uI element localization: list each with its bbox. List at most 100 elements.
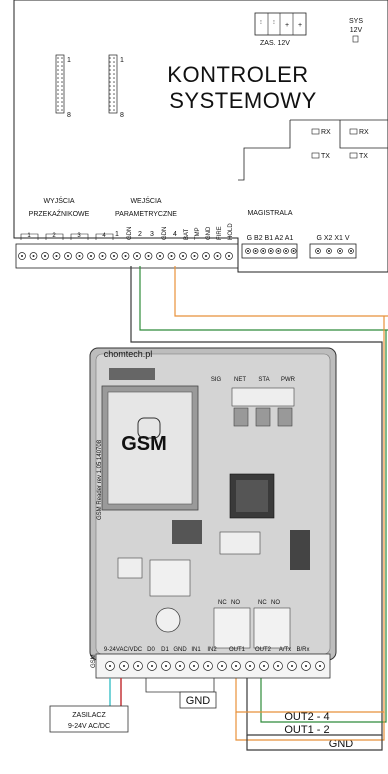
input-hold: HOLD — [228, 223, 234, 240]
terminal-screw-center — [44, 255, 46, 257]
gsm-terminal-in1: IN1 — [191, 647, 201, 653]
gsm-terminal-screw-center — [207, 665, 209, 667]
gsm-brand: chomtech.pl — [104, 349, 153, 359]
gsm-terminal-screw-center — [137, 665, 139, 667]
pin-header-left-label-1: 1 — [67, 57, 71, 64]
system-controller: ⁝ ⁝ + + ZAS. 12V SYS 12V 1 8 1 8 KONTROL… — [13, 0, 388, 273]
out1-wire-label: OUT1 - 2 — [284, 724, 329, 736]
svg-text:+: + — [298, 22, 302, 29]
power-terminal-block — [254, 12, 307, 36]
relay1-nc: NC — [218, 600, 227, 606]
gsm-terminal-out2: OUT2 — [255, 647, 272, 653]
terminal-screw-center — [216, 255, 219, 257]
bus-terminal-screw-center — [269, 250, 272, 252]
pin-header-left-label-8: 8 — [67, 112, 71, 119]
bus-terminal-screw-center — [262, 250, 265, 252]
power-supply-line1: ZASILACZ — [72, 712, 106, 719]
controller-title-line2: SYSTEMOWY — [169, 88, 317, 113]
bus-terminal-strip — [241, 243, 298, 259]
led-pwr-label: PWR — [281, 377, 296, 383]
gsm-terminal-screw-center — [249, 665, 251, 667]
gsm-terminal-screw-center — [165, 665, 167, 667]
expansion-terminal-strip — [309, 243, 357, 259]
wires — [130, 266, 388, 736]
port1-tx: TX — [321, 153, 330, 160]
gsm-terminal-atx: A/Tx — [279, 647, 291, 653]
param-terminal-gdn-b: GDN — [162, 227, 168, 240]
svg-text:⁝: ⁝ — [260, 20, 262, 26]
gnd-box-label: GND — [186, 695, 211, 707]
relay-number-4: 4 — [102, 233, 106, 239]
expansion-terminals-label: G X2 X1 V — [316, 235, 349, 242]
terminal-screw-center — [124, 255, 127, 257]
relay-outputs-title-1: WYJŚCIA — [43, 196, 74, 205]
gsm-terminal-screw-center — [319, 665, 321, 667]
svg-text:+: + — [285, 22, 289, 29]
terminal-screw-center — [159, 255, 161, 257]
gnd-box — [179, 691, 217, 709]
gsm-terminal-screw-center — [193, 665, 195, 667]
gsm-terminal-screw-center — [179, 665, 181, 667]
bus-terminals-label: G B2 B1 A2 A1 — [247, 235, 294, 242]
gsm-terminal-screw-center — [221, 665, 223, 667]
wire-out2 — [260, 330, 387, 723]
gsm-title: GSM — [121, 433, 167, 455]
relay-number-3: 3 — [77, 233, 81, 239]
relay-number-1: 1 — [27, 233, 31, 239]
gsm-terminal-brx: B/Rx — [296, 647, 309, 653]
led-sta-label: STA — [258, 377, 269, 383]
relay1-no: NO — [231, 600, 240, 606]
terminal-screw-center — [205, 255, 207, 257]
input-bat: BAT — [184, 228, 190, 240]
wire-out1 — [235, 316, 385, 713]
relay-outputs-title-2: PRZEKAŹNIKOWE — [29, 209, 90, 218]
port1-rx: RX — [321, 129, 331, 136]
relay-1 — [213, 607, 251, 649]
expansion-terminal-screw-center — [317, 250, 319, 252]
terminal-screw-center — [113, 255, 115, 257]
gsm-terminal-screw-center — [291, 665, 293, 667]
input-tmp: TMP — [195, 227, 201, 240]
gsm-terminal-screw-center — [277, 665, 279, 667]
gsm-side-text: GSM — [91, 654, 97, 668]
pin-header-right-label-1: 1 — [120, 57, 124, 64]
terminal-screw-center — [170, 255, 173, 257]
bus-terminal-screw-center — [254, 250, 257, 252]
terminal-screw-center — [136, 255, 138, 257]
relay-number-2: 2 — [52, 233, 56, 239]
bus-title: MAGISTRALA — [247, 210, 292, 217]
param-inputs-title-1: WEJŚCIA — [130, 196, 161, 205]
expansion-terminal-screw-center — [328, 250, 330, 252]
gsm-terminal-screw-center — [123, 665, 125, 667]
param-inputs-title-2: PARAMETRYCZNE — [115, 211, 177, 218]
terminal-screw-center — [55, 255, 58, 257]
port2-rx: RX — [359, 129, 369, 136]
gsm-power-terminal-label: 9-24VAC/VDC — [104, 647, 143, 653]
controller-title-line1: KONTROLER — [167, 62, 308, 87]
terminal-screw-center — [78, 255, 81, 257]
input-fire: FIRE — [217, 226, 223, 240]
gsm-terminal-screw-center — [151, 665, 153, 667]
bus-terminal-screw-center — [285, 250, 287, 252]
svg-text:⁝: ⁝ — [273, 20, 275, 26]
terminal-screw-center — [90, 255, 92, 257]
param-terminal-gdn-a: GDN — [127, 227, 133, 240]
expansion-terminal-screw-center — [350, 250, 352, 252]
bus-terminal-screw-center — [277, 250, 280, 252]
gsm-terminal-d0: D0 — [147, 647, 155, 653]
param-terminal-4: 4 — [173, 231, 177, 238]
sys-label: SYS — [349, 18, 363, 25]
param-terminal-2: 2 — [138, 231, 142, 238]
terminal-screw-center — [32, 255, 35, 257]
param-terminal-1: 1 — [115, 231, 119, 238]
bus-terminal-screw-center — [292, 250, 295, 252]
param-terminal-3: 3 — [150, 231, 154, 238]
relay2-nc: NC — [258, 600, 267, 606]
gsm-board-text: GSM Reader rev 1.05 140708 — [97, 439, 103, 520]
terminal-screw-center — [147, 255, 150, 257]
terminal-screw-center — [228, 255, 230, 257]
bus-terminal-screw-center — [247, 250, 249, 252]
led-net-label: NET — [234, 377, 246, 383]
gsm-terminal-in2: IN2 — [207, 647, 217, 653]
